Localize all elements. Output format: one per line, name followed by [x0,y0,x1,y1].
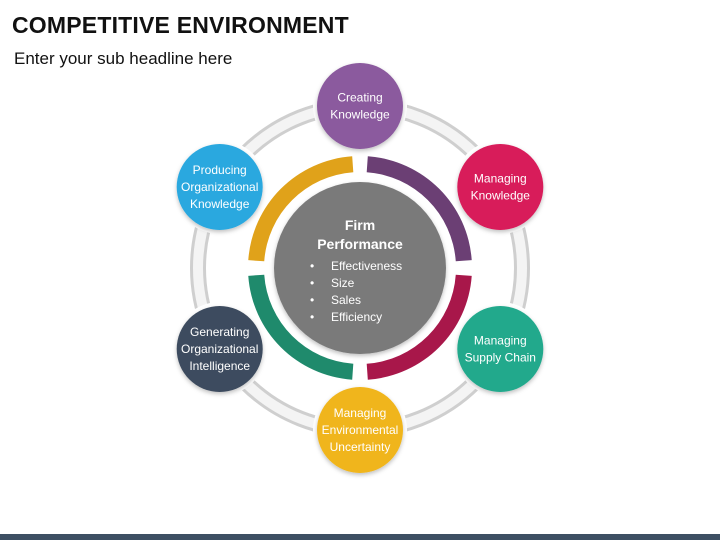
center-bullet-item: Size [331,276,355,290]
center-bullet-item: Efficiency [331,310,382,324]
bullet-dot: • [310,310,314,324]
center-bullet-item: Effectiveness [331,259,402,273]
node-label-line: Organizational [181,342,258,356]
arc-segment-top-right [366,156,472,262]
bottom-bar [0,534,720,540]
bullet-dot: • [310,293,314,307]
node-label-line: Managing [474,334,527,348]
node-circle [176,144,263,230]
page-subtitle: Enter your sub headline here [14,49,233,68]
node-circle [457,144,544,230]
center-bullet-item: Sales [331,293,361,307]
node-label-line: Knowledge [330,108,390,122]
node-circle [317,63,403,149]
node-label-line: Managing [334,406,387,420]
node-label-line: Managing [474,172,527,186]
node-label-line: Generating [190,325,249,339]
node-circle [457,306,544,392]
node-label-line: Creating [337,91,382,105]
page-title: COMPETITIVE ENVIRONMENT [12,12,349,38]
node-label-line: Organizational [181,180,258,194]
node-label-line: Uncertainty [330,440,391,454]
bullet-dot: • [310,259,314,273]
node-label-line: Intelligence [189,359,250,373]
center-title-line: Firm [345,217,375,233]
center-circle-fill [274,182,446,354]
arc-segment-top-left [248,156,354,262]
center-title-line: Performance [317,236,403,252]
node-label-line: Knowledge [190,197,250,211]
node-label-line: Environmental [322,423,399,437]
node-circle [317,387,403,473]
node-label-line: Knowledge [471,189,531,203]
bullet-dot: • [310,276,314,290]
arc-segment-bottom-right [366,274,472,380]
center-circle: FirmPerformance•Effectiveness•Size•Sales… [268,176,452,360]
node-label-line: Supply Chain [465,351,536,365]
node-layer: CreatingKnowledgeManagingKnowledgeManagi… [172,59,548,477]
inner-arc-ring [248,156,472,380]
node-circle [176,306,263,392]
arc-segment-bottom-left [248,274,354,380]
node-label-line: Producing [193,163,247,177]
